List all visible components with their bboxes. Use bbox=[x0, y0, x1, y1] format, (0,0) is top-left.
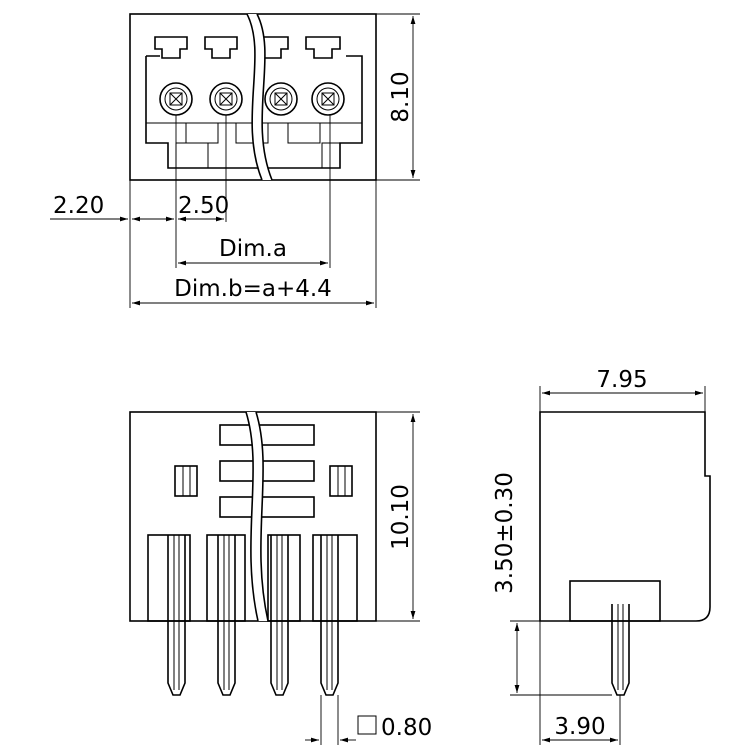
dim-7-95: 7.95 bbox=[596, 367, 647, 393]
square-pin-symbol bbox=[357, 715, 377, 735]
dim-b-label: Dim.b=a+4.4 bbox=[174, 276, 332, 302]
side-view: 7.95 3.50±0.30 3.90 bbox=[492, 367, 711, 745]
side-view-body bbox=[539, 411, 711, 622]
dim-0-80: 0.80 bbox=[381, 715, 432, 741]
dim-2-20: 2.20 bbox=[53, 193, 104, 219]
front-view: 10.10 0.80 bbox=[129, 411, 432, 745]
dim-3-50: 3.50±0.30 bbox=[492, 472, 518, 594]
front-view-pins bbox=[167, 535, 339, 696]
dim-8-10: 8.10 bbox=[388, 71, 414, 122]
dim-3-90: 3.90 bbox=[554, 714, 605, 740]
dim-2-50: 2.50 bbox=[178, 193, 229, 219]
dim-10-10: 10.10 bbox=[388, 484, 414, 550]
top-view: 8.10 2.20 2.50 Dim.a Dim.b=a+4.4 bbox=[50, 13, 420, 308]
top-view-slots bbox=[154, 36, 341, 59]
dim-a-label: Dim.a bbox=[219, 236, 287, 262]
